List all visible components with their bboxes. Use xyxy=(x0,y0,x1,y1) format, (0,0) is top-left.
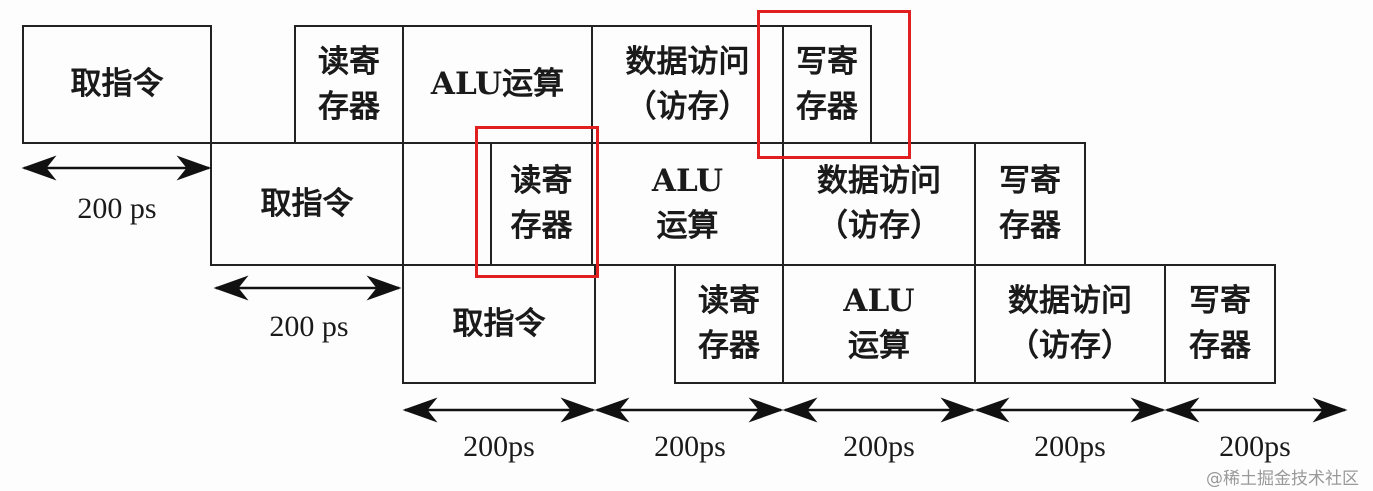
time-label: 200 ps xyxy=(269,310,349,343)
row2-fetch-stage: 取指令 xyxy=(210,142,404,266)
highlight-read-register xyxy=(475,126,599,278)
row3-write-register-stage: 写寄 存器 xyxy=(1164,264,1276,384)
row1-write-register-stage: 写寄 存器 xyxy=(782,25,872,144)
time-label: 200ps xyxy=(1219,430,1291,463)
row3-memory-access-stage: 数据访问 （访存） xyxy=(974,264,1166,384)
row3-fetch-stage: 取指令 xyxy=(402,264,596,384)
watermark: @稀土掘金技术社区 xyxy=(1206,469,1359,489)
row1-fetch-stage: 取指令 xyxy=(22,25,212,144)
row2-read-register-stage: 读寄 存器 xyxy=(490,142,593,266)
time-label: 200ps xyxy=(843,430,915,463)
highlight-write-register xyxy=(757,10,911,159)
time-label: 200ps xyxy=(654,430,726,463)
time-label: 200ps xyxy=(463,430,535,463)
time-label: 200 ps xyxy=(77,192,157,225)
row3-read-register-stage: 读寄 存器 xyxy=(674,264,784,384)
time-label: 200ps xyxy=(1034,430,1106,463)
row2-memory-access-stage: 数据访问 （访存） xyxy=(782,142,976,266)
row2-write-register-stage: 写寄 存器 xyxy=(974,142,1086,266)
